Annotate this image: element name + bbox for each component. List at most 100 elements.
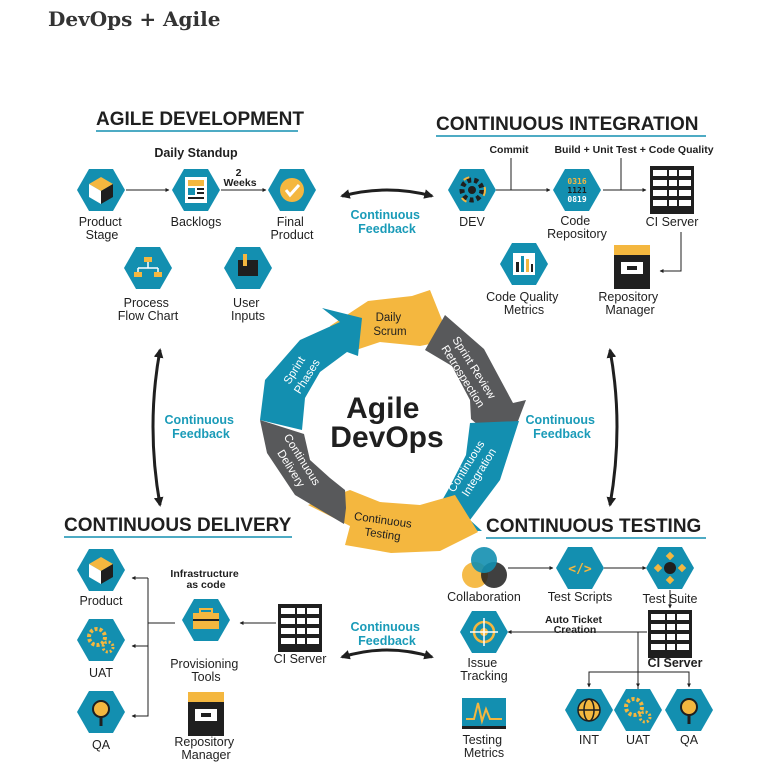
feedback-arrow-left	[151, 348, 164, 507]
repository-manager-label-bottom: Repository Manager	[174, 735, 237, 762]
code-brackets-icon: </>	[568, 562, 592, 577]
dev-label: DEV	[459, 215, 485, 229]
gear-icon	[458, 176, 486, 204]
test-scripts-node: </> Test Scripts	[548, 547, 613, 604]
ring-segment-continuous-testing	[308, 490, 478, 553]
final-product-label: Final Product	[270, 215, 314, 242]
cabinet-icon	[614, 245, 650, 289]
uat-node-left: UAT	[77, 619, 125, 680]
code-line-1: 0316	[567, 177, 586, 186]
product-stage-label: Product Stage	[79, 215, 126, 242]
feedback-arrows: Continuous Feedback Continuous Feedback …	[151, 188, 619, 660]
code-repository-node: 0316 1121 0819 Code Repository	[547, 169, 608, 241]
cube-icon	[89, 177, 113, 204]
continuous-testing-section: CONTINUOUS TESTING Collaboration </> Tes…	[447, 516, 713, 760]
agile-development-section: AGILE DEVELOPMENT Daily Standup Product …	[77, 109, 316, 323]
ci-server-label-right: CI Server	[648, 656, 703, 670]
qa-node-left: QA	[77, 691, 125, 752]
auto-ticket-creation-label: Auto Ticket Creation	[545, 614, 605, 636]
bar-chart-icon	[513, 253, 535, 275]
qa-label-left: QA	[92, 738, 111, 752]
page-title: DevOps + Agile	[48, 7, 221, 31]
continuous-integration-section: CONTINUOUS INTEGRATION Commit Build + Un…	[436, 114, 714, 317]
int-label: INT	[579, 733, 600, 747]
code-repository-label: Code Repository	[547, 214, 607, 241]
code-icon: 0316 1121 0819	[567, 177, 586, 204]
code-line-2: 1121	[567, 186, 586, 195]
hand-icon	[238, 254, 258, 276]
feedback-label-top: Continuous Feedback	[351, 208, 424, 236]
target-icon	[470, 618, 498, 646]
code-line-3: 0819	[567, 195, 586, 204]
backlogs-node: Backlogs	[171, 169, 221, 229]
test-scripts-label: Test Scripts	[548, 590, 613, 604]
user-inputs-node: User Inputs	[224, 247, 272, 323]
globe-icon	[577, 698, 601, 722]
dev-node: DEV	[448, 169, 496, 229]
uat-node-right: UAT	[614, 689, 662, 747]
continuous-delivery-section: CONTINUOUS DELIVERY Product UAT	[64, 515, 326, 762]
repository-manager-node-bottom: Repository Manager	[174, 692, 237, 762]
testing-metrics-label: Testing Metrics	[462, 733, 505, 760]
ring-segment-sprint-review	[425, 315, 526, 450]
provisioning-tools-label: Provisioning Tools	[170, 657, 242, 684]
collaboration-node: Collaboration	[447, 547, 521, 604]
weeks-label: 2 Weeks	[223, 167, 256, 189]
document-icon	[185, 177, 207, 203]
build-unit-test-label: Build + Unit Test + Code Quality	[554, 144, 713, 156]
server-icon	[650, 166, 694, 214]
magnifier-icon	[92, 700, 110, 726]
daily-standup-label: Daily Standup	[154, 146, 238, 160]
infrastructure-as-code-label: Infrastructure as code	[170, 568, 241, 591]
commit-label: Commit	[489, 144, 529, 156]
toolbox-icon	[193, 608, 219, 629]
repository-manager-label-top: Repository Manager	[598, 290, 661, 317]
provisioning-tools-node: Provisioning Tools	[170, 599, 242, 684]
svg-text:</>: </>	[568, 562, 592, 577]
ring-segment-sprint-phases	[260, 308, 362, 430]
feedback-arrow-bottom	[340, 648, 434, 660]
code-quality-metrics-label: Code Quality Metrics	[486, 290, 562, 317]
issue-tracking-label: Issue Tracking	[460, 656, 508, 683]
feedback-label-bottom: Continuous Feedback	[351, 620, 424, 648]
venn-circles-icon	[462, 547, 507, 588]
ci-server-node-left: CI Server	[274, 604, 327, 666]
product-node: Product	[77, 549, 125, 608]
devops-cycle: Daily Scrum Sprint Review Retrospection …	[260, 290, 526, 553]
feedback-label-left: Continuous Feedback	[165, 413, 238, 441]
uat-label-left: UAT	[89, 666, 113, 680]
process-flow-chart-label: Process Flow Chart	[118, 296, 179, 323]
product-stage-node: Product Stage	[77, 169, 125, 242]
feedback-arrow-right	[606, 348, 619, 507]
ci-server-label-top: CI Server	[646, 215, 699, 229]
flowchart-icon	[134, 257, 162, 277]
int-node: INT	[565, 689, 613, 747]
agile-development-title: AGILE DEVELOPMENT	[96, 109, 304, 130]
user-inputs-label: User Inputs	[231, 296, 265, 323]
issue-tracking-node: Issue Tracking	[460, 611, 508, 683]
repository-manager-node-top: Repository Manager	[598, 245, 661, 317]
ci-server-node-top: CI Server	[646, 166, 699, 229]
metrics-chart-icon	[462, 698, 506, 729]
center-label: Agile DevOps	[330, 392, 443, 454]
server-icon	[278, 604, 322, 652]
checkmark-icon	[280, 178, 304, 202]
uat-label-right: UAT	[626, 733, 650, 747]
continuous-delivery-title: CONTINUOUS DELIVERY	[64, 515, 292, 536]
ring-segment-continuous-delivery	[260, 420, 346, 524]
gears-icon	[87, 627, 115, 654]
qa-label-right: QA	[680, 733, 699, 747]
qa-node-right: QA	[665, 689, 713, 747]
collaboration-label: Collaboration	[447, 590, 521, 604]
continuous-testing-title: CONTINUOUS TESTING	[486, 516, 701, 537]
product-label: Product	[79, 594, 123, 608]
continuous-integration-title: CONTINUOUS INTEGRATION	[436, 114, 698, 135]
cube-icon	[89, 557, 113, 584]
ci-server-label-left: CI Server	[274, 652, 327, 666]
final-product-node: Final Product	[268, 169, 316, 242]
ci-server-node-right: CI Server	[648, 610, 703, 670]
code-quality-metrics-node: Code Quality Metrics	[486, 243, 562, 317]
testing-metrics-node: Testing Metrics	[462, 698, 506, 760]
magnifier-icon	[680, 698, 698, 724]
